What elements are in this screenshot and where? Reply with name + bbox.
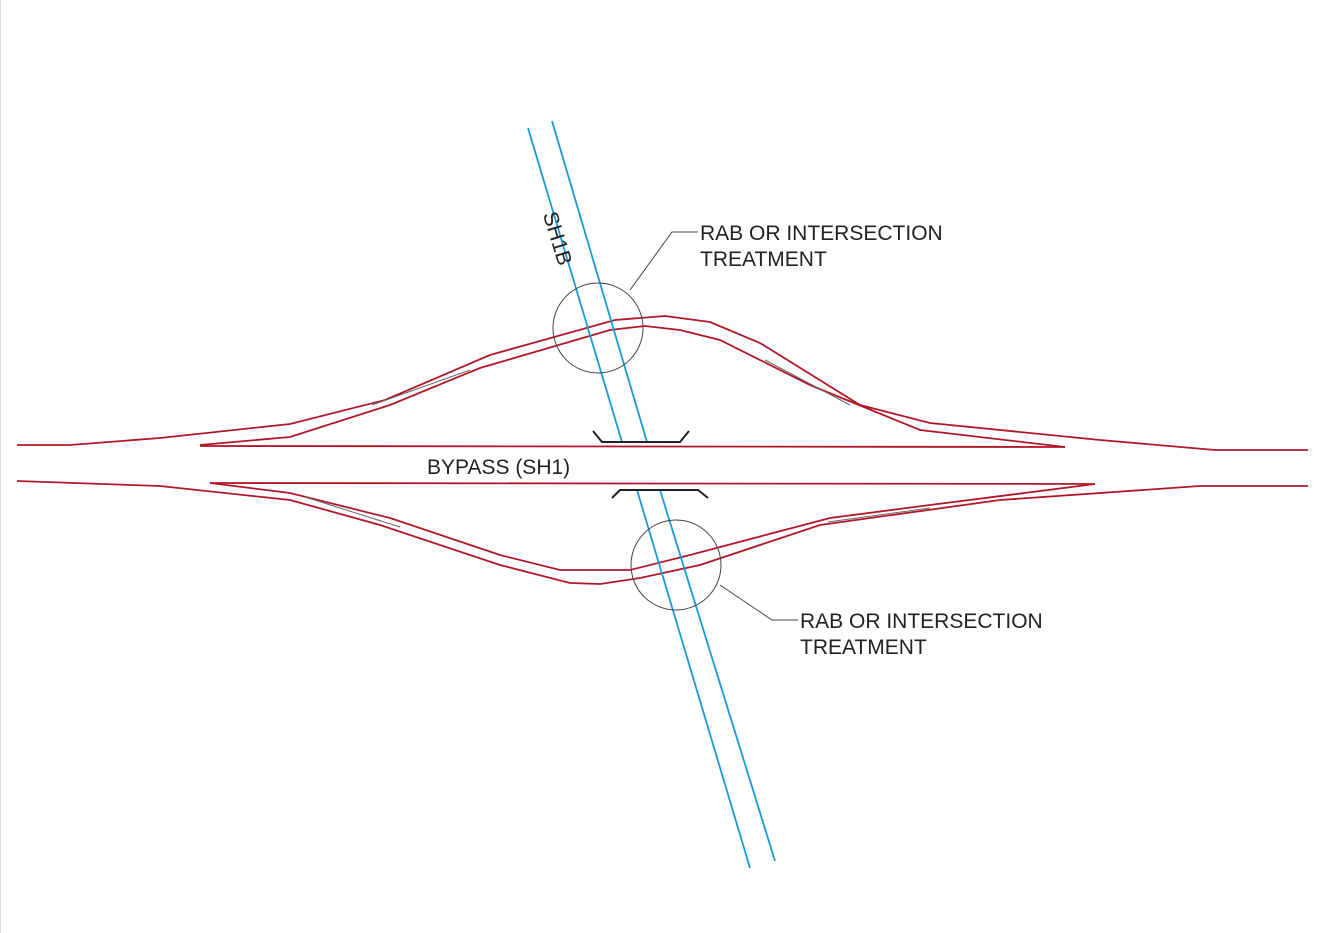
sh1b-left-edge-south (636, 489, 751, 869)
bridge-abutment-south (611, 489, 709, 499)
sh1b-left-edge-north (527, 127, 623, 443)
southbound-ramps (16, 480, 1308, 585)
callout-south-line2: TREATMENT (800, 636, 927, 659)
leader-line-south (719, 584, 798, 621)
sh1b-right-edge-north (551, 120, 648, 443)
ramp-top-outer (17, 315, 1308, 451)
sh1b-label: SH1B (538, 209, 576, 268)
bridge-abutment-north (592, 430, 690, 443)
intersection-circle-south (630, 519, 722, 611)
page-border (0, 0, 1, 933)
bypass-bottom-edge (209, 482, 1096, 485)
ramp-top-inner (199, 325, 1066, 448)
arrow-icon (304, 496, 401, 528)
sh1b-road (527, 120, 776, 869)
arrow-icon (371, 369, 471, 406)
intersection-circle-north (552, 282, 644, 374)
callout-north-line1: RAB OR INTERSECTION (700, 222, 943, 245)
bypass-main-carriageway (199, 445, 1096, 485)
callout-south-line1: RAB OR INTERSECTION (800, 610, 1043, 633)
callout-north-line2: TREATMENT (700, 248, 827, 271)
bypass-top-edge (199, 445, 1066, 448)
northbound-ramps (17, 315, 1308, 451)
sh1b-right-edge-south (659, 489, 776, 862)
bypass-label: BYPASS (SH1) (427, 456, 570, 479)
leader-line-north (629, 231, 698, 291)
ramp-bottom-outer (16, 480, 1308, 585)
arrow-icon (764, 359, 851, 406)
arrow-icon (827, 507, 931, 523)
ramp-bottom-inner (209, 482, 1096, 571)
direction-arrows (304, 359, 931, 528)
